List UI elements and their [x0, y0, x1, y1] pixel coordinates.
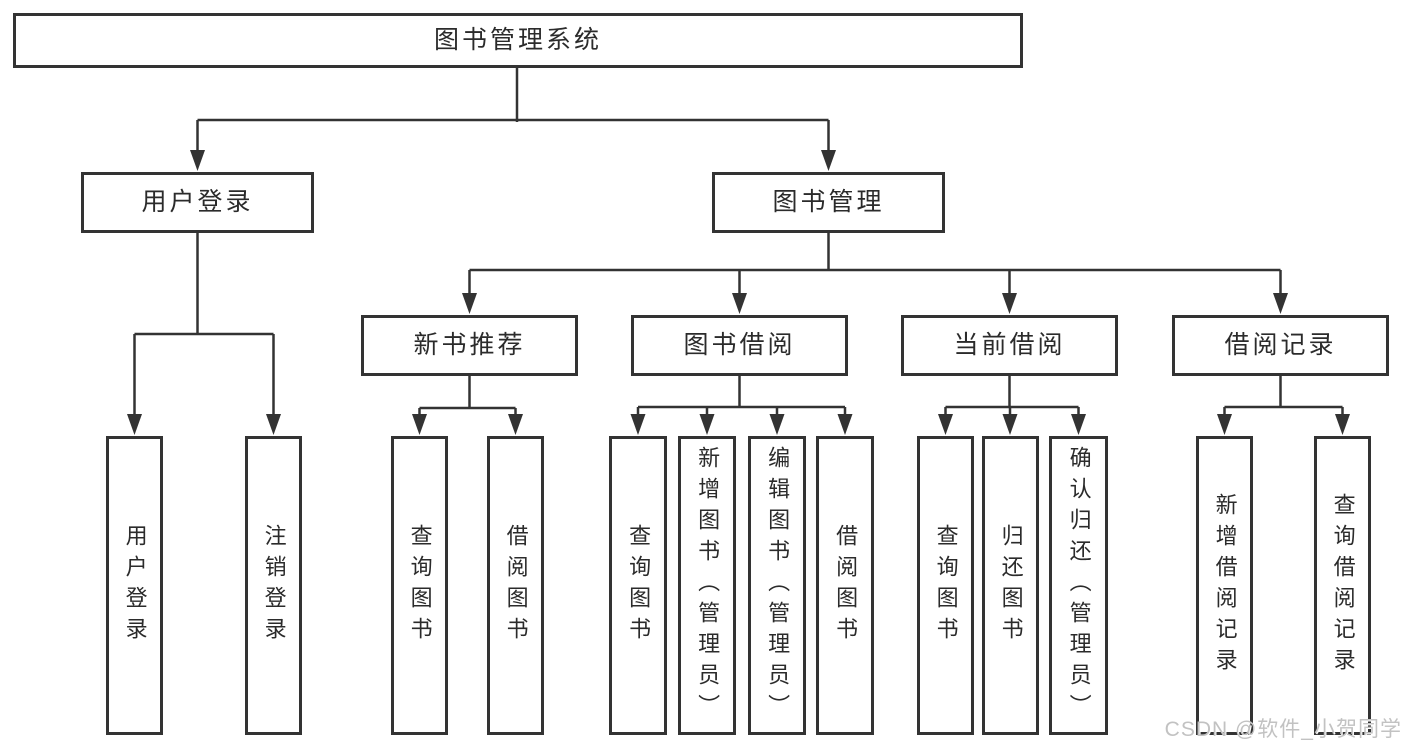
- arrow-down-icon: [266, 414, 281, 435]
- arrow-down-icon: [699, 414, 715, 435]
- node-root: 图书管理系统: [13, 13, 1023, 68]
- leaf-user-login: 用户登录: [106, 436, 163, 735]
- leaf-add-borrow-record: 新增借阅记录: [1196, 436, 1253, 735]
- node-label: 注销登录: [261, 523, 287, 648]
- node-label: 图书管理: [772, 188, 885, 216]
- arrow-down-icon: [1002, 293, 1017, 314]
- arrow-down-icon: [938, 414, 953, 435]
- arrow-down-icon: [821, 150, 836, 171]
- arrow-down-icon: [127, 414, 142, 435]
- leaf-logout: 注销登录: [245, 436, 302, 735]
- node-user-login: 用户登录: [81, 172, 314, 233]
- node-label: 确认归还（管理员）: [1066, 446, 1092, 725]
- arrow-down-icon: [462, 293, 477, 314]
- leaf-borrow-books-2: 借阅图书: [816, 436, 874, 735]
- arrow-down-icon: [190, 150, 205, 171]
- node-label: 新书推荐: [413, 331, 526, 359]
- arrow-down-icon: [1217, 414, 1232, 435]
- node-borrowing-records: 借阅记录: [1172, 315, 1389, 376]
- node-label: 编辑图书（管理员）: [765, 446, 791, 725]
- node-label: 借阅图书: [833, 523, 859, 648]
- node-label: 图书借阅: [683, 331, 796, 359]
- leaf-query-books-1: 查询图书: [391, 436, 448, 735]
- node-label: 用户登录: [122, 523, 148, 648]
- node-label: 当前借阅: [953, 331, 1066, 359]
- leaf-query-borrow-record: 查询借阅记录: [1314, 436, 1371, 735]
- leaf-query-books-3: 查询图书: [917, 436, 974, 735]
- node-label: 查询借阅记录: [1330, 492, 1356, 679]
- arrow-down-icon: [837, 414, 853, 435]
- arrow-down-icon: [412, 414, 427, 435]
- arrow-down-icon: [1273, 293, 1288, 314]
- csdn-watermark: CSDN @软件_小贺同学: [1164, 718, 1402, 741]
- arrow-down-icon: [769, 414, 785, 435]
- node-label: 新增图书（管理员）: [695, 446, 721, 725]
- arrow-down-icon: [630, 414, 646, 435]
- node-label: 查询图书: [933, 523, 959, 648]
- leaf-add-books-admin: 新增图书（管理员）: [678, 436, 736, 735]
- leaf-return-books: 归还图书: [982, 436, 1039, 735]
- node-label: 借阅图书: [503, 523, 529, 648]
- arrow-down-icon: [508, 414, 523, 435]
- leaf-confirm-return-admin: 确认归还（管理员）: [1049, 436, 1108, 735]
- node-label: 查询图书: [407, 523, 433, 648]
- arrow-down-icon: [1335, 414, 1350, 435]
- node-label: 图书管理系统: [433, 26, 602, 54]
- arrow-down-icon: [732, 293, 747, 314]
- node-label: 借阅记录: [1224, 331, 1337, 359]
- node-new-book-recommendation: 新书推荐: [361, 315, 578, 376]
- node-label: 归还图书: [998, 523, 1024, 648]
- leaf-query-books-2: 查询图书: [609, 436, 667, 735]
- arrow-down-icon: [1071, 414, 1086, 435]
- node-label: 新增借阅记录: [1212, 492, 1238, 679]
- arrow-down-icon: [1002, 414, 1018, 435]
- leaf-edit-books-admin: 编辑图书（管理员）: [748, 436, 806, 735]
- node-label: 用户登录: [141, 188, 254, 216]
- node-current-borrowing: 当前借阅: [901, 315, 1118, 376]
- node-label: 查询图书: [626, 523, 652, 648]
- node-book-borrowing: 图书借阅: [631, 315, 848, 376]
- leaf-borrow-books-1: 借阅图书: [487, 436, 544, 735]
- node-book-management: 图书管理: [712, 172, 945, 233]
